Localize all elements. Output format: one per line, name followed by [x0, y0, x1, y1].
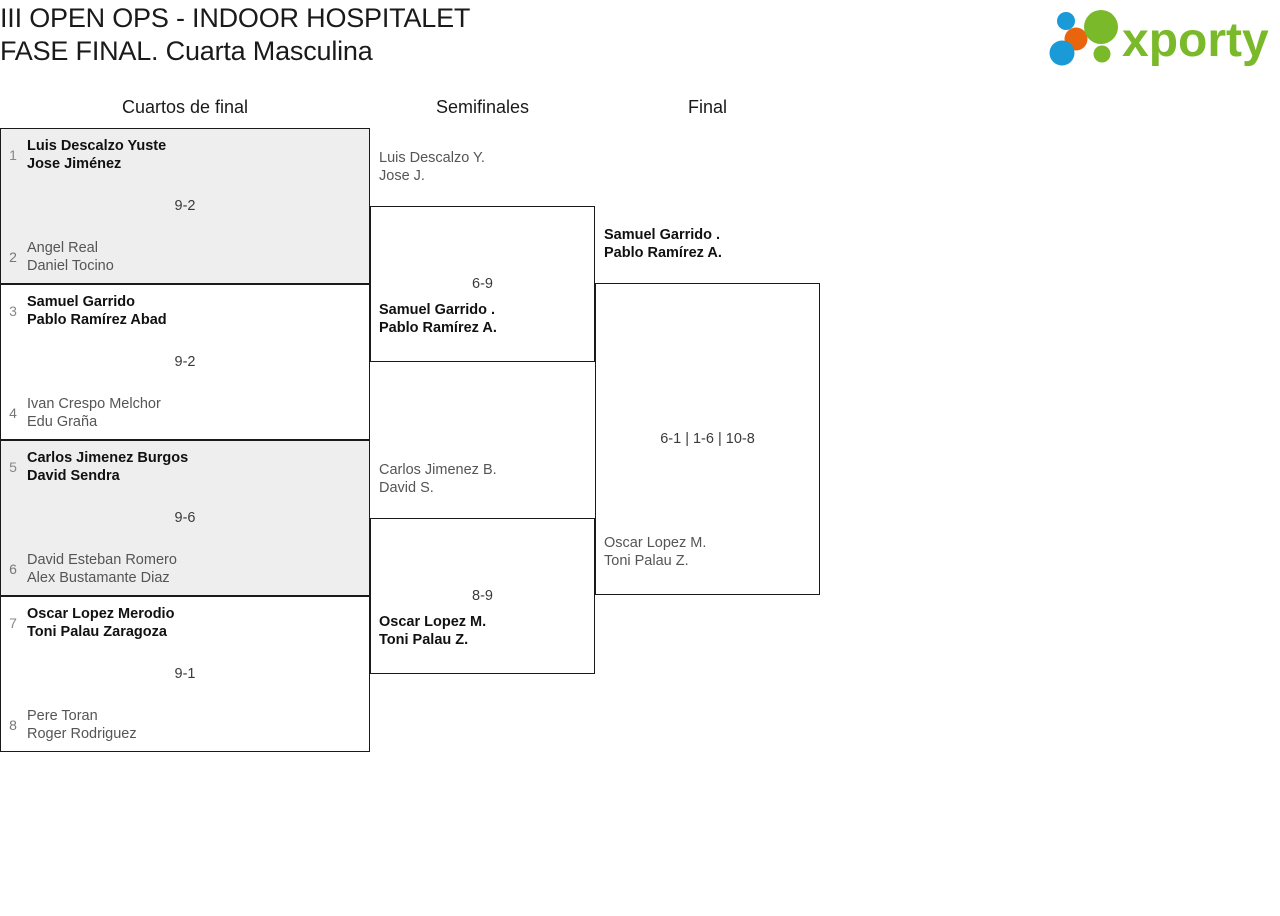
- player-name-2: Toni Palau Z.: [379, 632, 469, 648]
- match-score: 9-2: [174, 354, 196, 370]
- player-name-2: Pablo Ramírez A.: [604, 245, 722, 261]
- match-score: 9-6: [174, 510, 196, 526]
- player-name-1: Carlos Jimenez Burgos: [27, 450, 189, 466]
- player-name-1: Luis Descalzo Yuste: [27, 138, 167, 154]
- player-name-2: Toni Palau Zaragoza: [27, 624, 167, 640]
- match-semifinal-1[interactable]: Luis Descalzo Y. Jose J. 6-9 Samuel Garr…: [370, 150, 595, 362]
- player-name-2: Edu Graña: [27, 414, 98, 430]
- player-name-2: Pablo Ramírez A.: [379, 320, 497, 336]
- match-quarterfinal-3[interactable]: 5 Carlos Jimenez Burgos David Sendra 9-6…: [0, 440, 370, 596]
- match-quarterfinal-2[interactable]: 3 Samuel Garrido Pablo Ramírez Abad 9-2 …: [0, 284, 370, 440]
- xporty-logo[interactable]: xporty: [1044, 6, 1274, 68]
- logo-wordmark: xporty: [1122, 14, 1269, 67]
- player-name-2: David Sendra: [27, 468, 120, 484]
- seed-number: 5: [9, 459, 17, 475]
- player-name-1: Carlos Jimenez B.: [379, 462, 497, 478]
- match-quarterfinal-1[interactable]: 1 Luis Descalzo Yuste Jose Jiménez 9-2 2…: [0, 128, 370, 284]
- page-title: III OPEN OPS - INDOOR HOSPITALET FASE FI…: [0, 2, 900, 68]
- player-name-2: Roger Rodriguez: [27, 726, 137, 742]
- competitor-top[interactable]: 7 Oscar Lopez Merodio Toni Palau Zaragoz…: [1, 605, 369, 641]
- player-name-1: Oscar Lopez Merodio: [27, 606, 175, 622]
- player-name-1: Samuel Garrido: [27, 294, 135, 310]
- competitor-bottom[interactable]: Oscar Lopez M. Toni Palau Z.: [596, 534, 819, 570]
- seed-number: 6: [9, 561, 17, 577]
- logo-dot-blue-large: [1049, 40, 1075, 66]
- competitor-top[interactable]: 1 Luis Descalzo Yuste Jose Jiménez: [1, 137, 369, 173]
- competitor-bottom[interactable]: 8 Pere Toran Roger Rodriguez: [1, 707, 369, 743]
- player-name-2: Alex Bustamante Diaz: [27, 570, 170, 586]
- player-name-1: David Esteban Romero: [27, 552, 177, 568]
- match-score: 6-1 | 1-6 | 10-8: [660, 431, 755, 447]
- match-score: 6-9: [472, 276, 493, 292]
- seed-number: 7: [9, 615, 17, 631]
- player-name-1: Oscar Lopez M.: [379, 614, 487, 630]
- logo-dot-green-small: [1093, 45, 1111, 63]
- match-score: 8-9: [472, 588, 493, 604]
- competitor-bottom[interactable]: Samuel Garrido . Pablo Ramírez A.: [371, 301, 594, 337]
- player-name-1: Samuel Garrido .: [379, 302, 496, 318]
- competitor-bottom[interactable]: Oscar Lopez M. Toni Palau Z.: [371, 613, 594, 649]
- player-name-1: Luis Descalzo Y.: [379, 150, 485, 166]
- player-name-2: Toni Palau Z.: [604, 553, 689, 569]
- competitor-bottom[interactable]: 4 Ivan Crespo Melchor Edu Graña: [1, 395, 369, 431]
- logo-dot-blue-small: [1057, 12, 1075, 30]
- round-header-final: Final: [687, 97, 727, 117]
- match-score: 9-1: [174, 666, 196, 682]
- player-name-1: Angel Real: [27, 240, 98, 256]
- title-line-1: III OPEN OPS - INDOOR HOSPITALET: [0, 3, 471, 33]
- seed-number: 4: [9, 405, 17, 421]
- competitor-top[interactable]: Samuel Garrido . Pablo Ramírez A.: [596, 226, 819, 262]
- player-name-2: David S.: [379, 480, 434, 496]
- round-header-quarterfinals: Cuartos de final: [121, 97, 249, 117]
- round-header-semifinals: Semifinales: [435, 97, 530, 117]
- seed-number: 1: [9, 147, 17, 163]
- player-name-2: Jose Jiménez: [27, 156, 122, 172]
- match-score: 9-2: [174, 198, 196, 214]
- title-line-2: FASE FINAL. Cuarta Masculina: [0, 36, 373, 66]
- player-name-2: Pablo Ramírez Abad: [27, 312, 167, 328]
- player-name-2: Daniel Tocino: [27, 258, 114, 274]
- logo-dot-green-large: [1084, 10, 1118, 44]
- player-name-1: Pere Toran: [27, 708, 98, 724]
- player-name-1: Ivan Crespo Melchor: [27, 396, 161, 412]
- competitor-top[interactable]: 3 Samuel Garrido Pablo Ramírez Abad: [1, 293, 369, 329]
- seed-number: 2: [9, 249, 17, 265]
- player-name-1: Oscar Lopez M.: [604, 535, 707, 551]
- match-quarterfinal-4[interactable]: 7 Oscar Lopez Merodio Toni Palau Zaragoz…: [0, 596, 370, 752]
- player-name-1: Samuel Garrido .: [604, 227, 721, 243]
- seed-number: 8: [9, 717, 17, 733]
- player-name-2: Jose J.: [379, 168, 425, 184]
- competitor-top[interactable]: Carlos Jimenez B. David S.: [371, 461, 594, 497]
- match-semifinal-2[interactable]: Carlos Jimenez B. David S. 8-9 Oscar Lop…: [370, 462, 595, 674]
- competitor-bottom[interactable]: 2 Angel Real Daniel Tocino: [1, 239, 369, 275]
- competitor-top[interactable]: 5 Carlos Jimenez Burgos David Sendra: [1, 449, 369, 485]
- match-final[interactable]: Samuel Garrido . Pablo Ramírez A. 6-1 | …: [595, 227, 820, 595]
- competitor-top[interactable]: Luis Descalzo Y. Jose J.: [371, 149, 594, 185]
- competitor-bottom[interactable]: 6 David Esteban Romero Alex Bustamante D…: [1, 551, 369, 587]
- seed-number: 3: [9, 303, 17, 319]
